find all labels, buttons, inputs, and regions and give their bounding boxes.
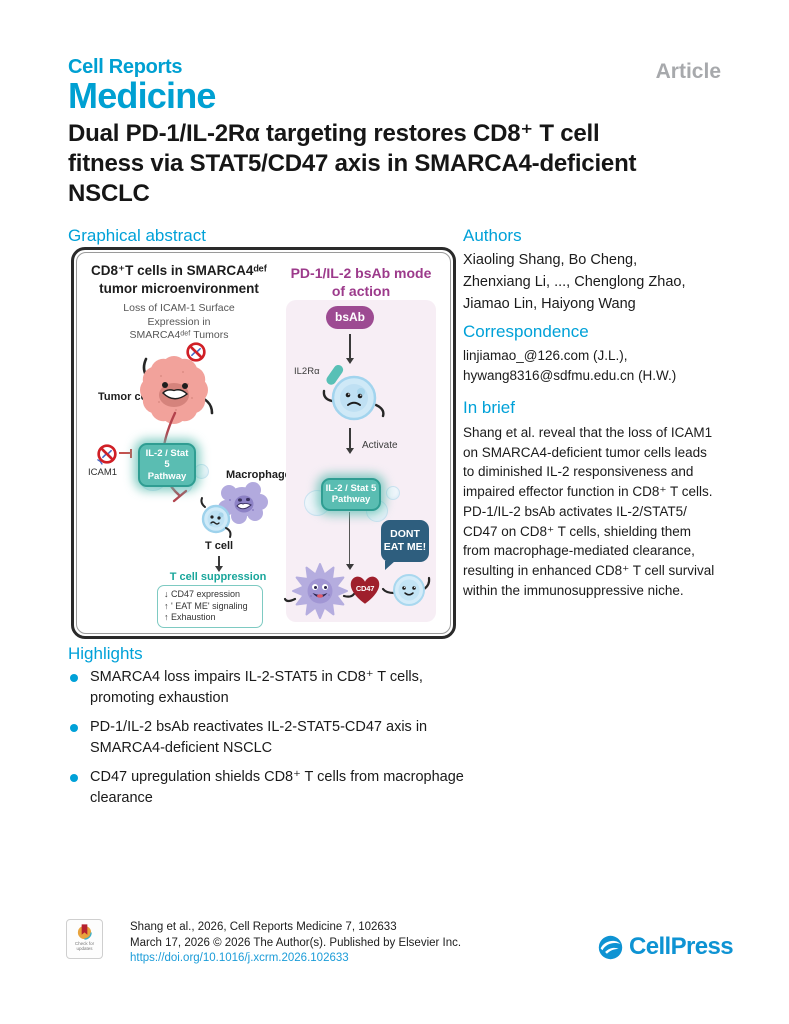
tumor-cell-illustration	[126, 346, 222, 432]
right-panel-title: PD-1/IL-2 bsAb mode of action	[290, 265, 432, 300]
citation-block: Shang et al., 2026, Cell Reports Medicin…	[130, 920, 461, 967]
dont-eat-me-speech-bubble: DONT EAT ME!	[381, 520, 429, 570]
suppression-effects-box: ↓ CD47 expression ↑ ' EAT ME' signaling …	[157, 585, 263, 628]
cellpress-wordmark: CellPress	[629, 933, 734, 960]
journal-name-line1: Cell Reports	[68, 56, 183, 78]
in-brief-text: Shang et al. reveal that the loss of ICA…	[463, 425, 715, 598]
citation-line: Shang et al., 2026, Cell Reports Medicin…	[130, 921, 397, 933]
graphical-abstract-panel: CD8⁺T cells in SMARCA4ᵈᵉᶠ tumor microenv…	[71, 247, 456, 639]
highlight-item: CD47 upregulation shields CD8⁺ T cells f…	[90, 769, 464, 807]
no-icam-prohibition-icon	[186, 342, 206, 362]
highlight-item: SMARCA4 loss impairs IL-2-STAT5 in CD8⁺ …	[90, 669, 423, 707]
authors-names: Xiaoling Shang, Bo Cheng, Zhenxiang Li, …	[463, 252, 686, 312]
suppression-item: ↓ CD47 expression	[164, 589, 241, 599]
activate-label: Activate	[362, 440, 398, 451]
doi-link[interactable]: https://doi.org/10.1016/j.xcrm.2026.1026…	[130, 952, 349, 965]
down-arrow	[346, 428, 353, 454]
down-arrow	[215, 556, 222, 572]
bullet-icon	[70, 774, 78, 782]
cellpress-icon	[598, 935, 623, 959]
heart-icon	[350, 576, 380, 604]
il2-stat5-pathway-badge-left: IL-2 / Stat 5 Pathway	[138, 443, 196, 488]
il2-stat5-pathway-badge-right: IL-2 / Stat 5 Pathway	[321, 478, 381, 511]
bullet-icon	[70, 724, 78, 732]
left-panel-title: CD8⁺T cells in SMARCA4ᵈᵉᶠ tumor microenv…	[90, 263, 268, 296]
check-for-updates-badge[interactable]: Check for updates	[66, 919, 103, 959]
icam1-label: ICAM1	[88, 467, 118, 478]
correspondence-emails: linjiamao_@126.com (J.L.), hywang8316@sd…	[463, 348, 677, 383]
macrophage-spiky-icon	[283, 563, 356, 619]
correspondence-heading: Correspondence	[463, 322, 589, 341]
crossmark-icon	[77, 924, 92, 940]
suppression-item: ↑ Exhaustion	[164, 612, 216, 623]
t-cell-happy-icon	[381, 574, 431, 606]
tumor-cell-label: Tumor cell	[98, 391, 153, 403]
icam1-prohibition-icon	[97, 444, 117, 465]
macrophage-label: Macrophage	[226, 469, 291, 481]
cd47-heart: CD47	[347, 573, 383, 606]
cd47-label: CD47	[355, 584, 375, 593]
journal-logo: Cell Reports Medicine	[68, 57, 216, 114]
il2ra-label: IL2Rα	[294, 366, 320, 377]
suppression-item: ↑ ' EAT ME' signaling	[164, 600, 248, 611]
down-arrow-long	[345, 512, 355, 570]
bsab-pill: bsAb	[326, 306, 374, 329]
page-title: Dual PD-1/IL-2Rα targeting restores CD8⁺…	[68, 120, 637, 207]
check-for-updates-label: Check for updates	[74, 941, 95, 952]
macrophage-happy-illustration	[283, 563, 356, 619]
cellpress-logo: CellPress	[597, 933, 734, 961]
icam1-inhibition-tbar	[119, 448, 132, 459]
down-arrow	[346, 334, 353, 364]
highlights-heading: Highlights	[68, 644, 143, 663]
t-cell-happy-illustration	[381, 566, 433, 610]
journal-name-line2: Medicine	[68, 75, 216, 116]
faint-cell	[386, 486, 400, 500]
highlight-item: PD-1/IL-2 bsAb reactivates IL-2-STAT5-CD…	[90, 719, 428, 757]
bullet-icon	[70, 674, 78, 682]
article-type-label: Article	[655, 60, 721, 83]
in-brief-heading: In brief	[463, 398, 515, 417]
t-cell-illustration-left	[196, 496, 236, 540]
right-panel-background: bsAb IL2Rα Activate	[283, 300, 436, 622]
graphical-abstract-heading: Graphical abstract	[68, 226, 206, 245]
t-cell-label: T cell	[204, 540, 234, 552]
t-cell-receptor-icon	[322, 364, 385, 421]
t-cell-with-receptor-illustration	[321, 364, 387, 426]
citation-line: March 17, 2026 © 2026 The Author(s). Pub…	[130, 936, 462, 949]
left-panel-subtitle: Loss of ICAM-1 Surface Expression in SMA…	[123, 302, 235, 342]
t-cell-suppression-heading: T cell suppression	[169, 571, 267, 583]
t-cell-icon	[200, 497, 232, 538]
tumor-cell-icon	[140, 356, 214, 424]
authors-heading: Authors	[463, 226, 522, 245]
